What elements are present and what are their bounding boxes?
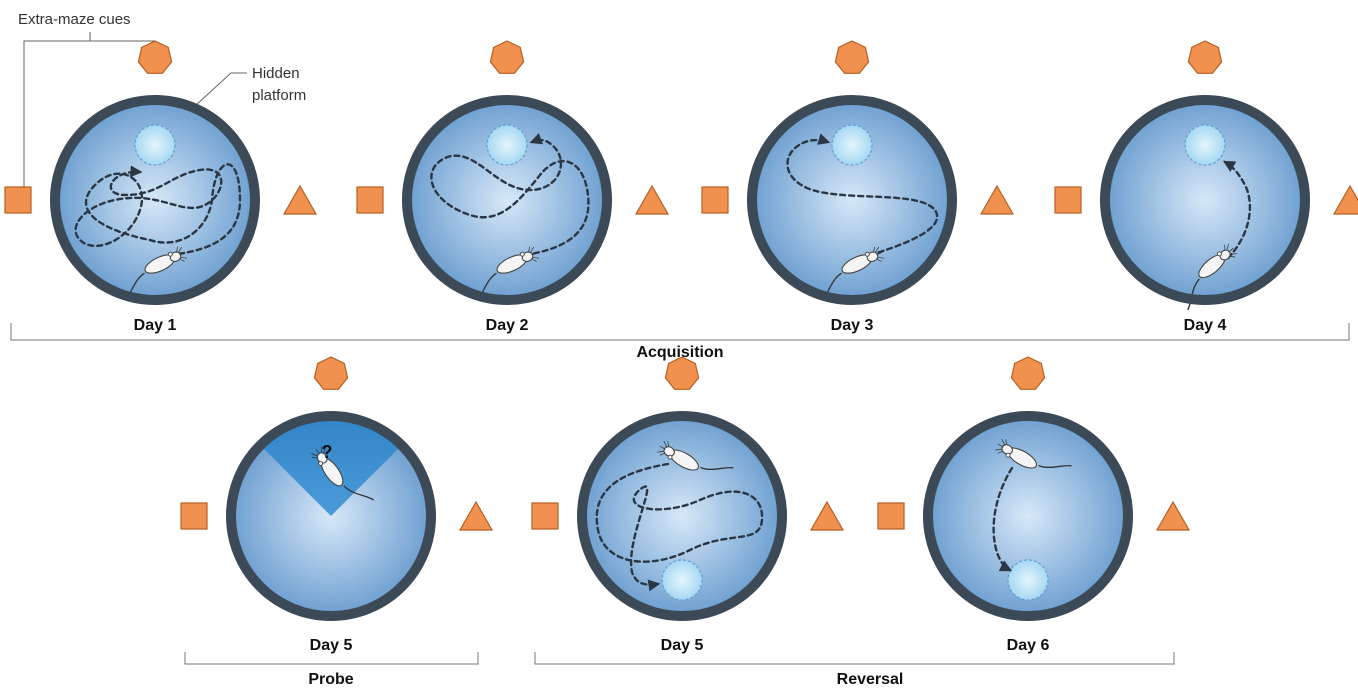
swim-path: [992, 466, 1014, 572]
trial-day-3: Day 3: [701, 40, 1014, 334]
trial-day-5-probe: ? Day 5: [180, 356, 493, 654]
extra-maze-cues-label: Extra-maze cues: [18, 11, 131, 28]
trial-day-2: Day 2: [356, 40, 669, 334]
day-label: Day 5: [310, 637, 353, 654]
day-label: Day 5: [661, 637, 704, 654]
hidden-platform: [134, 124, 176, 166]
pool-rim: [1100, 95, 1310, 305]
pool-rim: [747, 95, 957, 305]
reversal-bracket: [534, 652, 1175, 665]
pool-rim: [226, 411, 436, 621]
hidden-platform: [831, 124, 873, 166]
hidden-platform: [661, 559, 703, 601]
hidden-platform: [486, 124, 528, 166]
hidden-platform: [1007, 559, 1049, 601]
day-label: Day 6: [1007, 637, 1050, 654]
swim-path: [1222, 160, 1252, 260]
swim-path: [430, 133, 590, 257]
pool-rim: [923, 411, 1133, 621]
pool: [928, 416, 1128, 616]
day-label: Day 1: [134, 317, 177, 334]
hidden-platform-label-line1: Hidden: [252, 65, 300, 82]
day-label: Day 2: [486, 317, 529, 334]
trial-day-1: Day 1: [4, 40, 317, 334]
probe-question-mark: ?: [322, 442, 333, 462]
pool-rim: [402, 95, 612, 305]
pool-rim: [577, 411, 787, 621]
acquisition-bracket: [10, 323, 1350, 341]
acquisition-label: Acquisition: [636, 344, 723, 361]
day-label: Day 3: [831, 317, 874, 334]
pool-rim: [50, 95, 260, 305]
hidden-platform-label-line2: platform: [252, 87, 306, 104]
probe-bracket: [184, 652, 479, 665]
reversal-label: Reversal: [837, 671, 904, 688]
swim-path: [786, 133, 939, 257]
swim-path: [595, 462, 764, 592]
pool: [752, 100, 952, 300]
hidden-platform: [1184, 124, 1226, 166]
trial-day-4: Day 4: [1054, 40, 1358, 334]
day-label: Day 4: [1184, 317, 1227, 334]
probe-label: Probe: [308, 671, 353, 688]
trial-day-6-reversal: Day 6: [877, 356, 1190, 654]
pool: [1105, 100, 1305, 300]
swim-path: [74, 163, 242, 257]
trial-day-5-reversal: Day 5: [531, 356, 844, 654]
